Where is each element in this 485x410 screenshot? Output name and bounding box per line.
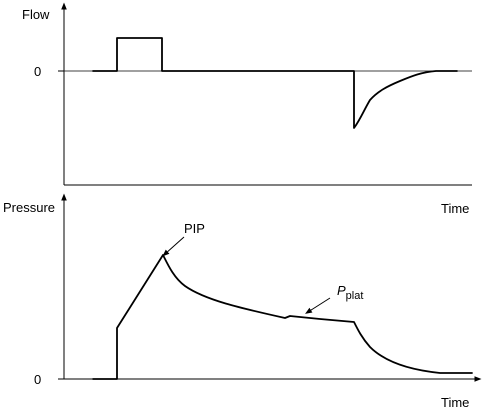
flow-axis-label: Flow — [22, 7, 50, 22]
pressure-panel: Pressure 0 PIP Pplat — [3, 193, 482, 387]
pplat-label: Pplat — [337, 283, 363, 302]
flow-time-label: Time — [441, 201, 469, 216]
pplat-label-sub: plat — [346, 290, 364, 302]
pressure-zero-label: 0 — [34, 372, 41, 387]
flow-panel: Flow 0 — [22, 2, 472, 186]
pressure-time-label: Time — [441, 395, 469, 410]
pplat-label-main: P — [337, 283, 346, 298]
pip-arrow — [162, 236, 185, 257]
pressure-axis-label: Pressure — [3, 200, 55, 215]
pip-label: PIP — [184, 221, 205, 236]
flow-waveform — [92, 37, 458, 129]
flow-zero-label: 0 — [34, 64, 41, 79]
pplat-arrow — [305, 297, 331, 314]
pressure-waveform — [92, 254, 473, 380]
